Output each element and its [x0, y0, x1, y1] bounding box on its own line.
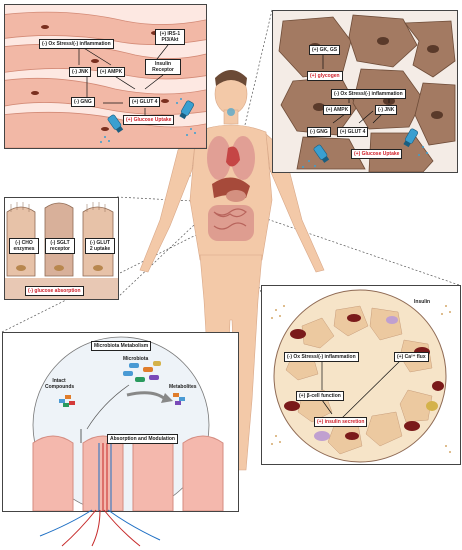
- insulin-label: Insulin: [414, 299, 431, 305]
- intestine-glut2-label: (-) GLUT 2 uptake: [85, 238, 115, 254]
- microbiota-title-label: Microbiota Metabolism: [91, 341, 152, 351]
- muscle-jnk-label: (-) JNK: [69, 67, 92, 77]
- absorption-modulation-label: Absorption and Modulation: [107, 434, 178, 444]
- liver-gng-label: (-) GNG: [307, 127, 331, 137]
- ca-flux-label: (+) Ca²⁺ flux: [394, 352, 429, 362]
- liver-glucose-uptake-label: (+) Glucose Uptake: [351, 149, 403, 159]
- beta-cell-label: (+) β-cell function: [296, 391, 344, 401]
- muscle-insulin-receptor-label: Insulin Receptor: [145, 59, 181, 75]
- muscle-glucose-uptake-label: (+) Glucose Uptake: [123, 115, 175, 125]
- intact-compounds-label: Intact Compounds: [45, 378, 75, 390]
- muscle-ampk-label: (+) AMPK: [97, 67, 126, 77]
- pancreas-panel: Insulin (-) Ox Stress/(-) inflammation (…: [261, 285, 461, 465]
- liver-glut4-label: (+) GLUT 4: [337, 127, 369, 137]
- pancreas-ox-stress-label: (-) Ox Stress/(-) inflammation: [284, 352, 359, 362]
- liver-gk-gs-label: (+) GK, GS: [309, 45, 341, 55]
- intestine-panel: (-) CHO enzymes (-) SGLT receptor (-) GL…: [4, 197, 119, 300]
- metabolites-label: Metabolites: [169, 384, 197, 390]
- intestine-absorption-label: (-) glucose absorption: [25, 286, 84, 296]
- liver-ox-stress-label: (-) Ox Stress/(-) inflammation: [331, 89, 406, 99]
- liver-jnk-label: (-) JNK: [375, 105, 398, 115]
- microbiota-label: Microbiota: [123, 356, 149, 362]
- microbiota-illustration: [3, 333, 238, 511]
- muscle-glut4-label: (+) GLUT 4: [129, 97, 161, 107]
- muscle-panel: (-) Ox Stress/(-) inflammation (+) IRS-1…: [4, 4, 207, 149]
- microbiota-panel: Microbiota Metabolism Microbiota Metabol…: [2, 332, 239, 512]
- liver-panel: (+) GK, GS (+) glycogen (-) Ox Stress/(-…: [272, 10, 458, 173]
- liver-ampk-label: (+) AMPK: [323, 105, 352, 115]
- liver-glycogen-label: (+) glycogen: [307, 71, 343, 81]
- muscle-ox-stress-label: (-) Ox Stress/(-) inflammation: [39, 39, 114, 49]
- muscle-gng-label: (-) GNG: [71, 97, 95, 107]
- intestine-sglt-label: (-) SGLT receptor: [45, 238, 75, 254]
- insulin-secretion-label: (+) insulin secretion: [314, 417, 368, 427]
- intestine-cho-label: (-) CHO enzymes: [9, 238, 39, 254]
- muscle-irs1-label: (+) IRS-1 PI3/Akt: [155, 29, 185, 45]
